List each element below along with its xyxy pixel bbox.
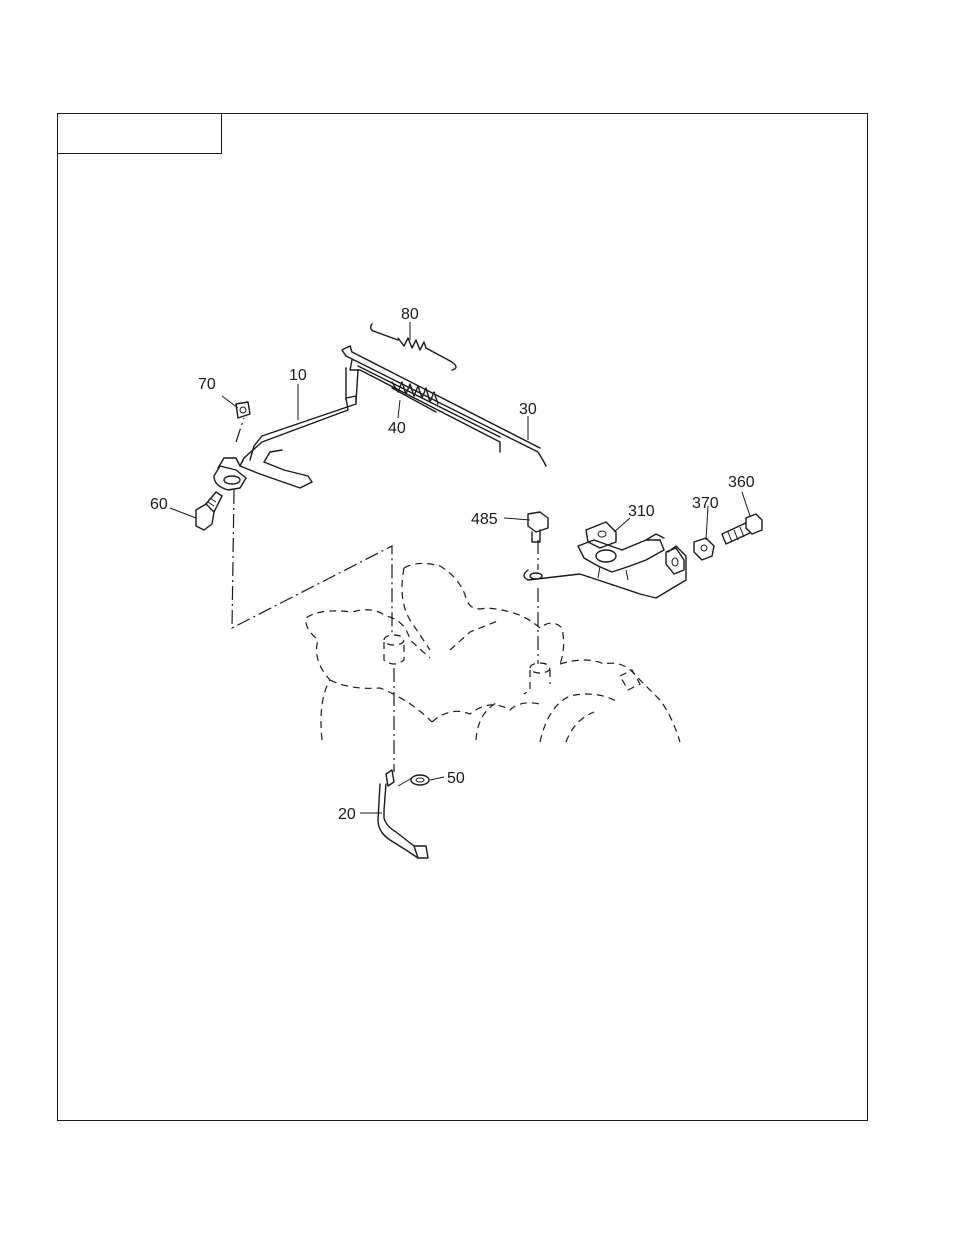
callout-60: 60 xyxy=(150,496,168,513)
callout-70: 70 xyxy=(198,376,216,393)
callout-360: 360 xyxy=(728,474,755,491)
governor-lever-10 xyxy=(214,368,358,490)
spring-80 xyxy=(371,324,456,370)
callout-50: 50 xyxy=(447,770,465,787)
callout-40: 40 xyxy=(388,420,406,437)
callout-30: 30 xyxy=(519,401,537,418)
washer-50 xyxy=(411,775,429,785)
assembly-centerlines xyxy=(232,418,538,772)
rod-30 xyxy=(342,346,546,466)
engine-block-outline xyxy=(306,563,680,742)
bolt-360 xyxy=(722,514,762,544)
nut-70 xyxy=(236,402,250,418)
bolt-60 xyxy=(196,492,222,530)
control-bracket-310 xyxy=(524,522,686,598)
callout-10: 10 xyxy=(289,367,307,384)
callout-485: 485 xyxy=(471,511,498,528)
callout-310: 310 xyxy=(628,503,655,520)
callout-80: 80 xyxy=(401,306,419,323)
callout-20: 20 xyxy=(338,806,356,823)
bolt-485 xyxy=(528,512,548,542)
nut-370 xyxy=(694,538,714,560)
leader-lines xyxy=(170,322,750,813)
callout-labels: 80 70 10 30 40 60 360 310 370 485 50 20 xyxy=(150,306,755,823)
callout-370: 370 xyxy=(692,495,719,512)
